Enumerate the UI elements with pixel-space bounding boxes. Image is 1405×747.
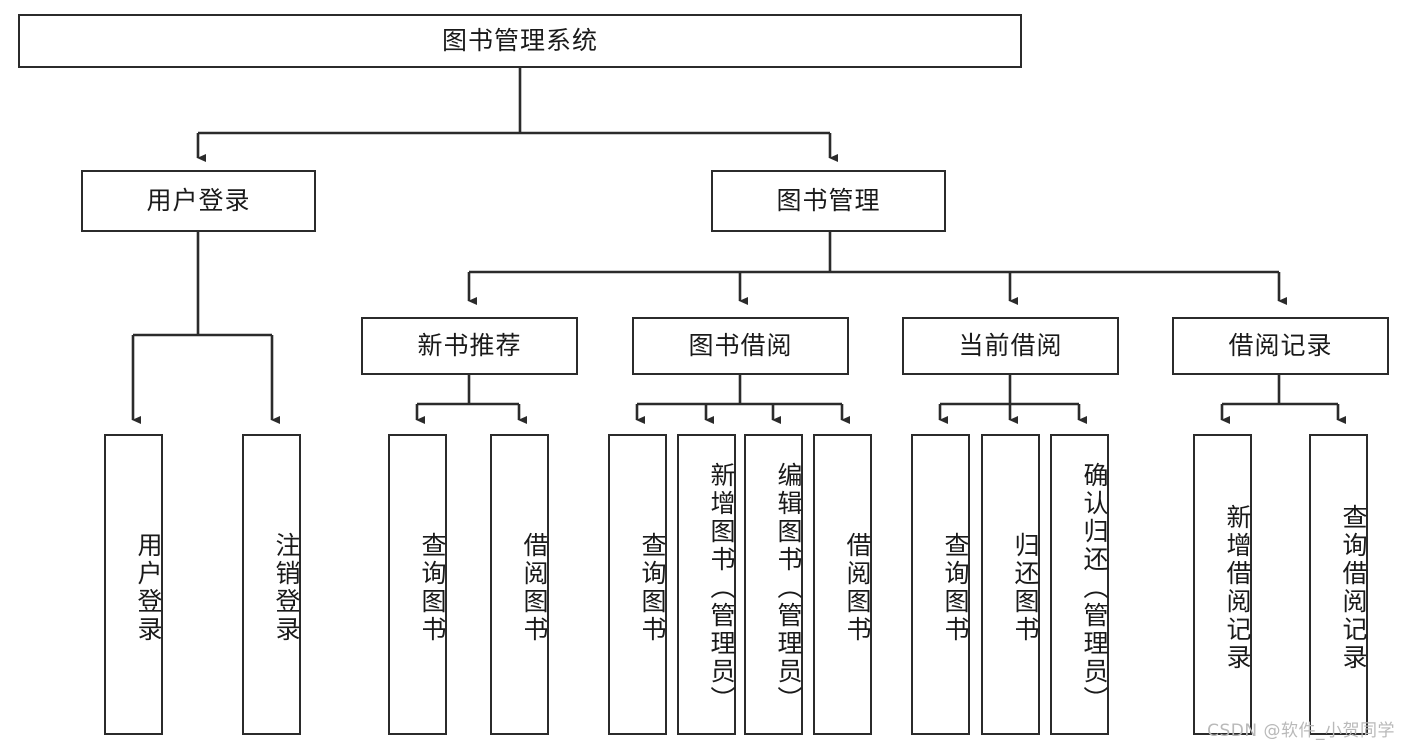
node-label: 编辑图书（管理员）	[774, 461, 803, 714]
node-label: 查询图书	[418, 531, 447, 644]
node-label: 借阅图书	[520, 531, 549, 644]
leaf-borrow-add-book-admin[interactable]: 新增图书（管理员）	[677, 434, 736, 735]
node-label: 借阅记录	[1228, 331, 1333, 361]
node-label: 借阅图书	[843, 531, 872, 644]
leaf-current-return-book[interactable]: 归还图书	[981, 434, 1040, 735]
node-root-system[interactable]: 图书管理系统	[18, 14, 1022, 68]
node-new-book-recommend[interactable]: 新书推荐	[361, 317, 578, 375]
leaf-current-query-book[interactable]: 查询图书	[911, 434, 970, 735]
watermark-text: CSDN @软件_小贺同学	[1207, 721, 1395, 741]
node-book-management[interactable]: 图书管理	[711, 170, 946, 232]
node-label: 查询图书	[941, 531, 970, 644]
node-label: 图书管理系统	[441, 26, 598, 56]
node-label: 用户登录	[134, 531, 163, 644]
leaf-record-add-record[interactable]: 新增借阅记录	[1193, 434, 1252, 735]
leaf-user-login-login[interactable]: 用户登录	[104, 434, 163, 735]
node-current-borrow[interactable]: 当前借阅	[902, 317, 1119, 375]
node-label: 用户登录	[146, 186, 251, 216]
leaf-record-query-record[interactable]: 查询借阅记录	[1309, 434, 1368, 735]
node-label: 归还图书	[1011, 531, 1040, 644]
node-label: 注销登录	[272, 531, 301, 644]
node-label: 新增借阅记录	[1223, 503, 1252, 672]
leaf-borrow-query-book[interactable]: 查询图书	[608, 434, 667, 735]
leaf-recommend-borrow-book[interactable]: 借阅图书	[490, 434, 549, 735]
leaf-user-login-logout[interactable]: 注销登录	[242, 434, 301, 735]
node-borrow-record[interactable]: 借阅记录	[1172, 317, 1389, 375]
node-book-borrow[interactable]: 图书借阅	[632, 317, 849, 375]
node-user-login[interactable]: 用户登录	[81, 170, 316, 232]
node-label: 新书推荐	[417, 331, 522, 361]
node-label: 查询图书	[638, 531, 667, 644]
node-label: 查询借阅记录	[1339, 503, 1368, 672]
leaf-current-confirm-return-admin[interactable]: 确认归还（管理员）	[1050, 434, 1109, 735]
node-label: 图书管理	[776, 186, 881, 216]
leaf-borrow-borrow-book[interactable]: 借阅图书	[813, 434, 872, 735]
leaf-recommend-query-book[interactable]: 查询图书	[388, 434, 447, 735]
node-label: 当前借阅	[958, 331, 1063, 361]
leaf-borrow-edit-book-admin[interactable]: 编辑图书（管理员）	[744, 434, 803, 735]
node-label: 确认归还（管理员）	[1080, 461, 1109, 714]
node-label: 新增图书（管理员）	[707, 461, 736, 714]
node-label: 图书借阅	[688, 331, 793, 361]
